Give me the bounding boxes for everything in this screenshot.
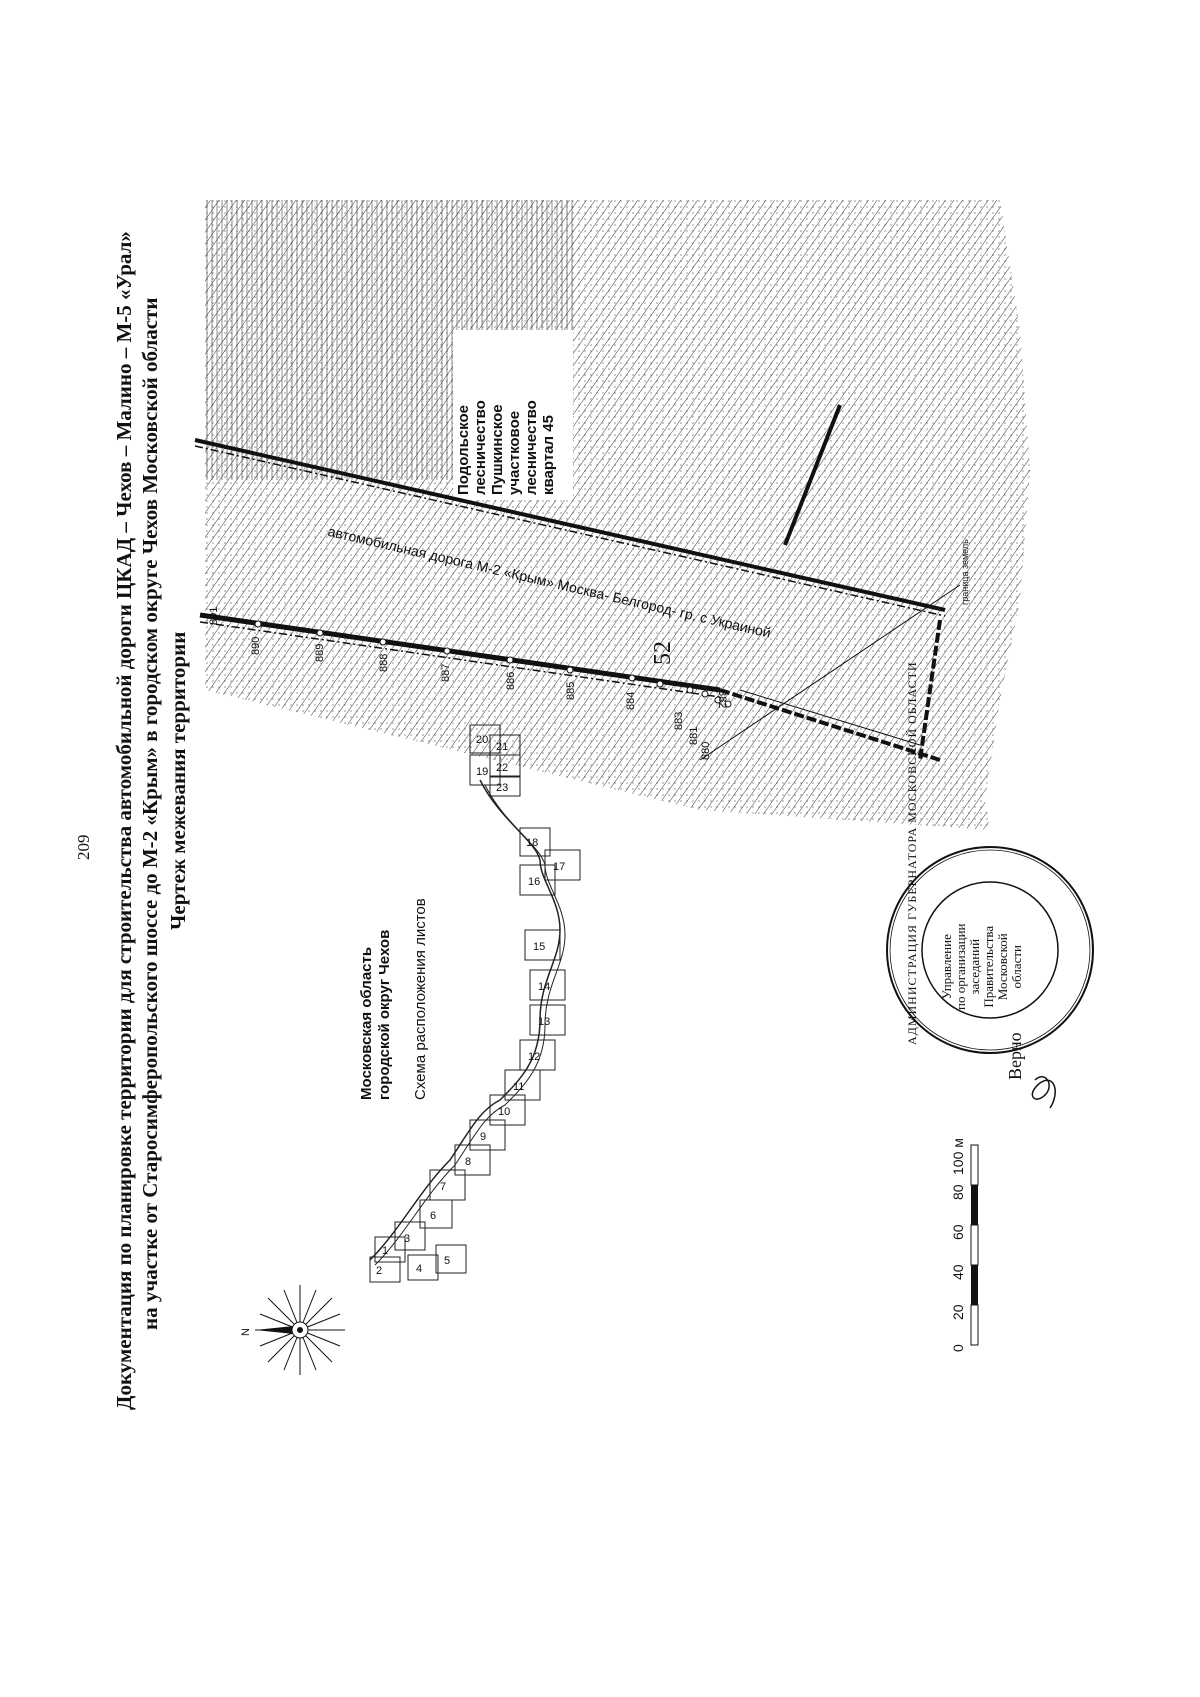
picket-label-881: 881 xyxy=(688,726,700,745)
picket-889 xyxy=(379,638,387,646)
sheet-15: 15 xyxy=(533,941,545,953)
sheet-5: 5 xyxy=(444,1255,450,1267)
picket-label-888: 888 xyxy=(378,653,390,672)
sheet-14: 14 xyxy=(538,981,550,993)
compass-north-label: N xyxy=(240,1328,252,1336)
sheet-21: 21 xyxy=(496,741,508,753)
picket-markers xyxy=(254,620,732,708)
picket-890 xyxy=(316,629,324,637)
scale-tick-80: 80 xyxy=(950,1184,966,1200)
border-label: граница земель xyxy=(960,539,970,605)
scale-tick-0: 0 xyxy=(950,1344,966,1352)
inset-region-label: Московская область городской округ Чехов xyxy=(358,929,393,1100)
picket-884 xyxy=(656,680,664,688)
picket-888 xyxy=(443,647,451,655)
picket-882 xyxy=(701,690,709,698)
picket-886 xyxy=(566,666,574,674)
sheet-19: 19 xyxy=(476,766,488,778)
picket-881 xyxy=(714,696,722,704)
sheet-18: 18 xyxy=(526,837,538,849)
signature-word: Верно xyxy=(1005,1032,1025,1080)
sheet-12: 12 xyxy=(528,1051,540,1063)
forest-area xyxy=(205,200,1030,830)
picket-887 xyxy=(506,656,514,664)
sheet-layout-scheme xyxy=(369,724,581,1283)
sheet-16: 16 xyxy=(528,876,540,888)
scale-bar xyxy=(970,1144,979,1346)
sheet-3: 3 xyxy=(404,1233,410,1245)
scale-tick-40: 40 xyxy=(950,1264,966,1280)
picket-label-890: 890 xyxy=(250,636,262,655)
sheet-23: 23 xyxy=(496,782,508,794)
picket-label-886: 886 xyxy=(505,671,517,690)
sheet-10: 10 xyxy=(498,1106,510,1118)
stamp-ring-text: АДМИНИСТРАЦИЯ ГУБЕРНАТОРА МОСКОВСКОЙ ОБЛ… xyxy=(905,661,919,1045)
picket-label-883: 883 xyxy=(673,711,685,730)
sheet-4: 4 xyxy=(416,1263,422,1275)
sheet-9: 9 xyxy=(480,1131,486,1143)
picket-label-884: 884 xyxy=(625,691,637,710)
sheet-2: 2 xyxy=(376,1265,382,1277)
forest-label: Подольское лесничество Пушкинское участк… xyxy=(455,400,557,495)
sheet-8: 8 xyxy=(465,1156,471,1168)
sheet-13: 13 xyxy=(538,1016,550,1028)
picket-883 xyxy=(686,686,694,694)
sheet-6: 6 xyxy=(430,1210,436,1222)
sheet-11: 11 xyxy=(513,1081,524,1093)
annotation-52: 52 xyxy=(650,641,676,665)
picket-label-885: 885 xyxy=(565,681,577,700)
inset-scheme-title: Схема расположения листов xyxy=(412,898,429,1100)
picket-label-882: 882 xyxy=(716,690,728,709)
scale-tick-100: 100 м xyxy=(950,1138,966,1175)
scale-tick-20: 20 xyxy=(950,1304,966,1320)
picket-label-887: 887 xyxy=(440,663,452,682)
stamp-inner-text: Управление по организации заседаний Прав… xyxy=(939,923,1024,1011)
picket-880 xyxy=(724,700,732,708)
sheet-7: 7 xyxy=(440,1181,446,1193)
compass-rose-icon xyxy=(255,1285,345,1375)
picket-label-880: 880 xyxy=(700,741,712,760)
picket-885 xyxy=(628,674,636,682)
forest-label-box xyxy=(453,330,573,500)
picket-label-889: 889 xyxy=(314,643,326,662)
sheet-numbers: 1 2 3 4 5 6 7 8 9 10 11 12 13 14 15 16 1… xyxy=(376,734,565,1277)
picket-label-891: 891 xyxy=(208,606,220,625)
signature xyxy=(1031,1075,1056,1109)
sheet-22: 22 xyxy=(496,762,508,774)
sheet-17: 17 xyxy=(553,861,565,873)
scale-tick-60: 60 xyxy=(950,1224,966,1240)
sheet-20: 20 xyxy=(476,734,488,746)
official-stamp xyxy=(886,846,1094,1054)
sheet-1: 1 xyxy=(382,1245,388,1257)
picket-891 xyxy=(254,620,262,628)
